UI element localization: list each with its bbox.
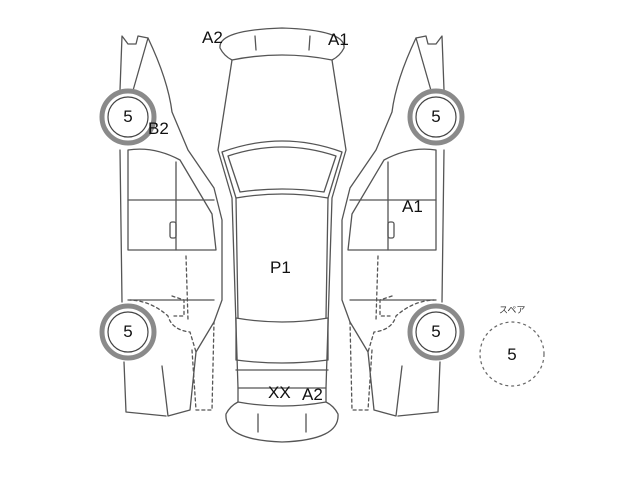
spare-tire xyxy=(479,321,545,387)
label-left-front-fender: B2 xyxy=(148,119,169,138)
spare-value: 5 xyxy=(507,345,517,364)
tire-right-rear xyxy=(407,303,465,361)
tire-left-rear xyxy=(99,303,157,361)
label-front-left: A2 xyxy=(202,28,223,47)
tire-left-rear-value: 5 xyxy=(123,322,133,341)
label-roof: P1 xyxy=(270,258,291,277)
label-front-right: A1 xyxy=(328,30,349,49)
tire-right-rear-value: 5 xyxy=(431,322,441,341)
spare-title: スペア xyxy=(499,306,526,316)
label-right-front-door: A1 xyxy=(402,197,423,216)
tire-right-front-value: 5 xyxy=(431,107,441,126)
tire-left-front-value: 5 xyxy=(123,107,133,126)
label-rear-mark: XX xyxy=(268,383,291,402)
label-rear-bumper: A2 xyxy=(302,385,323,404)
tire-left-front xyxy=(99,88,157,146)
car-top-view xyxy=(217,27,347,443)
tire-right-front xyxy=(407,88,465,146)
